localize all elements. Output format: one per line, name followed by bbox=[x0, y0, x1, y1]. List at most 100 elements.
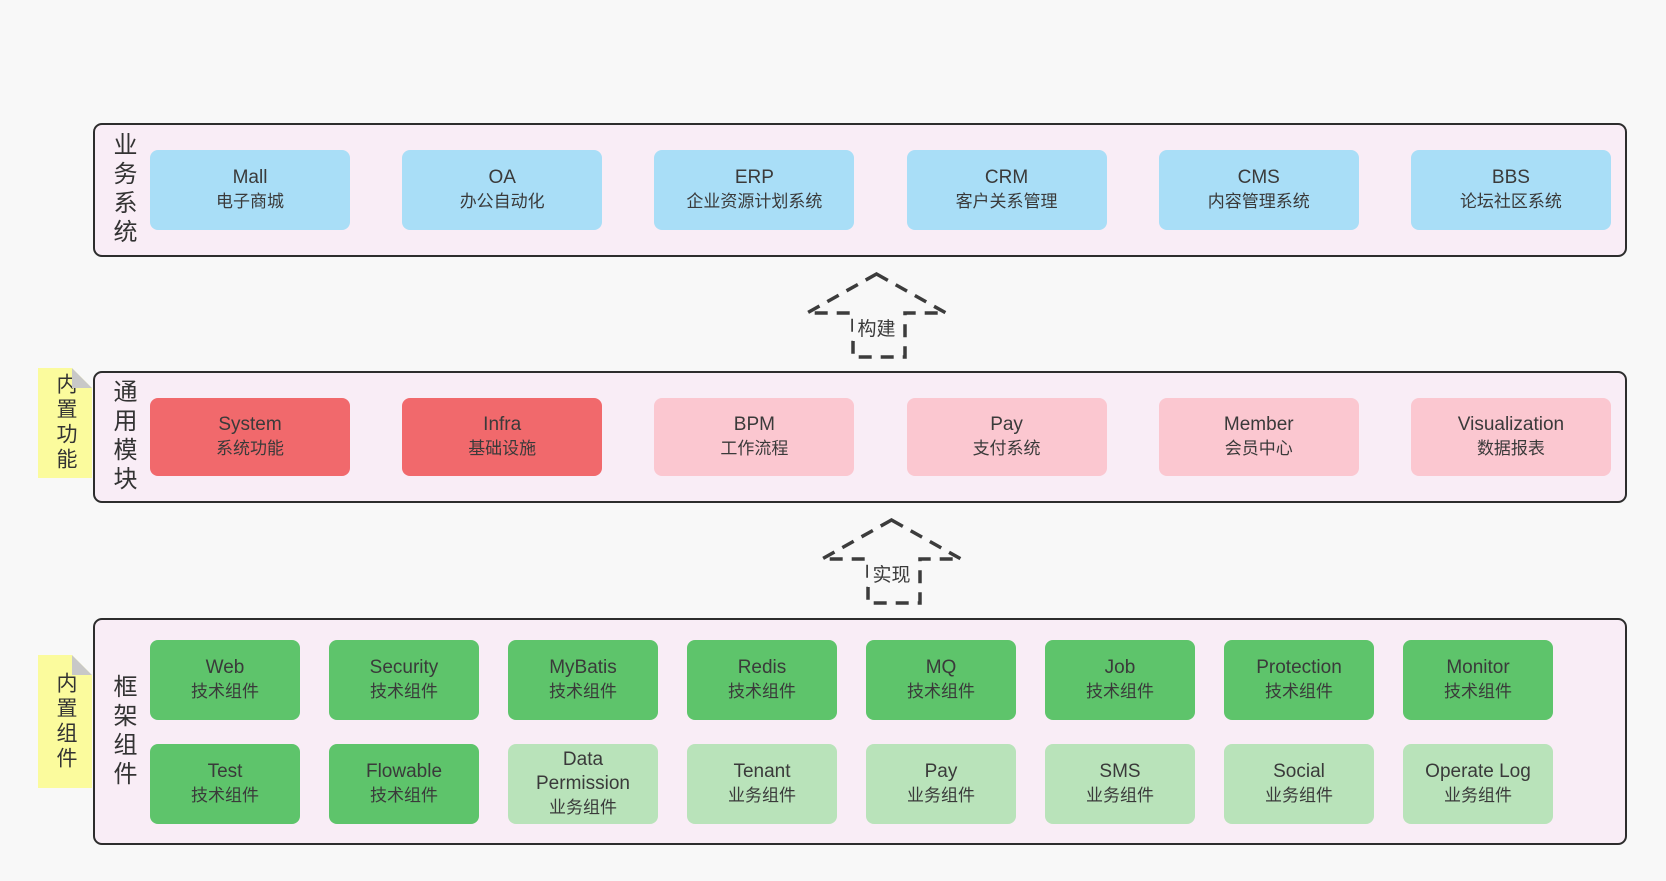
band-box-area: Web 技术组件 Security 技术组件 MyBatis 技术组件 Redi… bbox=[150, 620, 1625, 843]
box-bpm: BPM 工作流程 bbox=[654, 398, 855, 476]
box-title: Test bbox=[207, 760, 243, 782]
box-redis: Redis 技术组件 bbox=[687, 639, 837, 720]
box-subtitle: 技术组件 bbox=[1086, 681, 1154, 701]
box-title: Security bbox=[369, 656, 439, 678]
box-title: SMS bbox=[1099, 760, 1141, 782]
box-subtitle: 技术组件 bbox=[1444, 681, 1512, 701]
box-subtitle: 数据报表 bbox=[1476, 439, 1545, 458]
box-title: Member bbox=[1223, 414, 1294, 435]
box-subtitle: 论坛社区系统 bbox=[1459, 192, 1562, 211]
box-bbs: BBS 论坛社区系统 bbox=[1410, 150, 1611, 230]
arrow-label: 实现 bbox=[867, 560, 916, 587]
box-title: Tenant bbox=[733, 760, 791, 782]
box-title: Monitor bbox=[1446, 656, 1510, 678]
box-security: Security 技术组件 bbox=[329, 639, 479, 720]
box-title: Redis bbox=[737, 656, 787, 678]
box-title: Flowable bbox=[365, 760, 443, 782]
box-subtitle: 业务组件 bbox=[1086, 785, 1154, 805]
band-box-area: System 系统功能 Infra 基础设施 BPM 工作流程 Pay 支付系统… bbox=[150, 373, 1625, 501]
box-mall: Mall 电子商城 bbox=[150, 150, 350, 230]
note-text: 内置组件 bbox=[54, 671, 77, 772]
box-subtitle: 技术组件 bbox=[191, 785, 259, 805]
box-mq: MQ 技术组件 bbox=[866, 639, 1016, 720]
box-row: System 系统功能 Infra 基础设施 BPM 工作流程 Pay 支付系统… bbox=[150, 398, 1611, 476]
box-subtitle: 业务组件 bbox=[907, 785, 975, 805]
band-business-systems: 业务系统 Mall 电子商城 OA 办公自动化 ERP 企业资源计划系统 CRM bbox=[93, 123, 1627, 257]
box-title: MyBatis bbox=[549, 656, 617, 678]
note-text: 内置功能 bbox=[54, 373, 77, 473]
band-label: 通用模块 bbox=[95, 373, 150, 501]
box-title: Pay bbox=[924, 760, 958, 782]
box-cms: CMS 内容管理系统 bbox=[1158, 150, 1359, 230]
box-subtitle: 业务组件 bbox=[1265, 785, 1333, 805]
box-flowable: Flowable 技术组件 bbox=[329, 743, 479, 824]
box-title: MQ bbox=[925, 656, 957, 678]
sticky-note-built-in-features: 内置功能 bbox=[38, 368, 92, 478]
box-test: Test 技术组件 bbox=[150, 743, 300, 824]
box-subtitle: 企业资源计划系统 bbox=[686, 192, 823, 211]
arrow-build: 构建 bbox=[805, 272, 948, 359]
box-title: Visualization bbox=[1457, 414, 1565, 435]
band-label: 框架组件 bbox=[95, 620, 150, 843]
box-visualization: Visualization 数据报表 bbox=[1410, 398, 1611, 476]
box-subtitle: 业务组件 bbox=[1444, 785, 1512, 805]
box-monitor: Monitor 技术组件 bbox=[1403, 639, 1553, 720]
box-title: Mall bbox=[232, 167, 268, 188]
box-subtitle: 业务组件 bbox=[549, 797, 617, 817]
box-title: BPM bbox=[733, 414, 775, 435]
box-subtitle: 业务组件 bbox=[728, 785, 796, 805]
band-framework-components: 框架组件 Web 技术组件 Security 技术组件 MyBatis 技术组件… bbox=[93, 618, 1627, 845]
box-subtitle: 技术组件 bbox=[370, 785, 438, 805]
box-protection: Protection 技术组件 bbox=[1224, 639, 1374, 720]
box-sms: SMS 业务组件 bbox=[1045, 743, 1195, 824]
box-title: OA bbox=[488, 167, 516, 188]
band-common-modules: 通用模块 System 系统功能 Infra 基础设施 BPM 工作流程 Pay bbox=[93, 371, 1627, 503]
box-title: CRM bbox=[984, 167, 1029, 188]
box-row: Test 技术组件 Flowable 技术组件 Data Permission … bbox=[150, 743, 1611, 824]
box-pay-module: Pay 支付系统 bbox=[906, 398, 1107, 476]
box-web: Web 技术组件 bbox=[150, 639, 300, 720]
band-label-text: 业务系统 bbox=[109, 132, 136, 248]
box-subtitle: 系统功能 bbox=[216, 439, 284, 458]
box-mybatis: MyBatis 技术组件 bbox=[508, 639, 658, 720]
arrow-implement: 实现 bbox=[820, 518, 963, 605]
box-subtitle: 会员中心 bbox=[1224, 439, 1293, 458]
box-subtitle: 技术组件 bbox=[191, 681, 259, 701]
sticky-note-built-in-components: 内置组件 bbox=[38, 655, 92, 788]
box-title: Job bbox=[1104, 656, 1136, 678]
box-subtitle: 内容管理系统 bbox=[1207, 192, 1310, 211]
box-subtitle: 技术组件 bbox=[549, 681, 617, 701]
arrow-label: 构建 bbox=[852, 314, 901, 341]
band-label: 业务系统 bbox=[95, 125, 150, 255]
box-subtitle: 技术组件 bbox=[1265, 681, 1333, 701]
box-title: System bbox=[218, 414, 282, 435]
box-infra: Infra 基础设施 bbox=[402, 398, 603, 476]
box-title: Social bbox=[1273, 760, 1325, 782]
band-label-text: 框架组件 bbox=[109, 673, 136, 790]
box-data-permission: Data Permission 业务组件 bbox=[508, 743, 658, 824]
box-title: Operate Log bbox=[1425, 760, 1531, 782]
box-pay-business: Pay 业务组件 bbox=[866, 743, 1016, 824]
box-row: Web 技术组件 Security 技术组件 MyBatis 技术组件 Redi… bbox=[150, 639, 1611, 720]
box-subtitle: 技术组件 bbox=[728, 681, 796, 701]
box-row: Mall 电子商城 OA 办公自动化 ERP 企业资源计划系统 CRM 客户关系… bbox=[150, 150, 1611, 230]
box-erp: ERP 企业资源计划系统 bbox=[654, 150, 855, 230]
box-subtitle: 技术组件 bbox=[907, 681, 975, 701]
box-system: System 系统功能 bbox=[150, 398, 350, 476]
note-fold-icon bbox=[72, 368, 92, 388]
note-fold-icon bbox=[72, 655, 92, 675]
box-subtitle: 基础设施 bbox=[468, 439, 537, 458]
box-operate-log: Operate Log 业务组件 bbox=[1403, 743, 1553, 824]
box-social: Social 业务组件 bbox=[1224, 743, 1374, 824]
box-subtitle: 支付系统 bbox=[972, 439, 1041, 458]
box-oa: OA 办公自动化 bbox=[402, 150, 603, 230]
box-title: Protection bbox=[1256, 656, 1342, 678]
box-subtitle: 办公自动化 bbox=[459, 192, 545, 211]
box-title: Pay bbox=[990, 414, 1023, 435]
box-subtitle: 技术组件 bbox=[370, 681, 438, 701]
box-title: CMS bbox=[1237, 167, 1280, 188]
box-member: Member 会员中心 bbox=[1158, 398, 1359, 476]
box-title: Web bbox=[205, 656, 245, 678]
box-subtitle: 工作流程 bbox=[720, 439, 789, 458]
